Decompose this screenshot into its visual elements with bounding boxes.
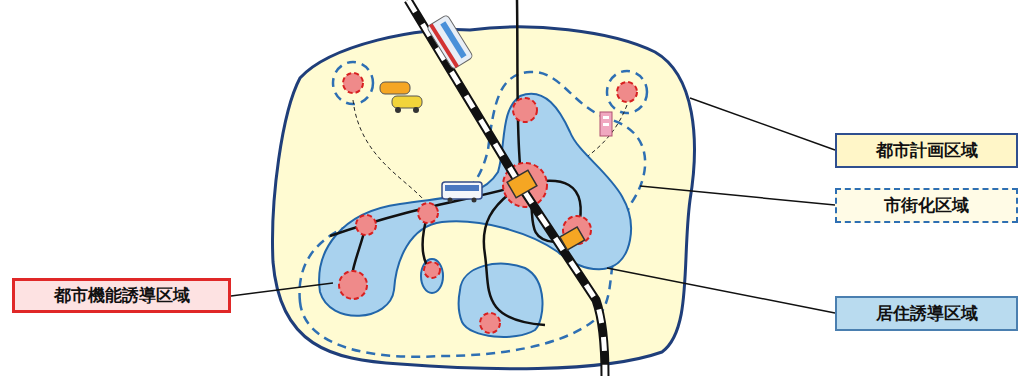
planning-area-label: 都市計画区域 (835, 133, 1018, 168)
residential-area-label: 居住誘導区域 (835, 296, 1018, 331)
area-name: 市街化区域 (884, 195, 969, 215)
area-name: 居住誘導区域 (876, 303, 978, 323)
car-icon (380, 82, 422, 113)
train-icon (427, 14, 474, 69)
urbanization-area-label: 市街化区域 (835, 188, 1018, 223)
railway (408, 0, 605, 376)
station (507, 170, 585, 250)
area-name: 都市機能誘導区域 (54, 285, 190, 305)
area-name: 都市計画区域 (876, 140, 978, 160)
road (330, 0, 581, 325)
building-icon (600, 112, 612, 136)
residential-area-region (319, 94, 631, 337)
bus-icon (442, 182, 482, 203)
leader-line (231, 98, 835, 313)
planning-area-region (273, 27, 695, 369)
urban-function-area-label: 都市機能誘導区域 (12, 278, 231, 313)
